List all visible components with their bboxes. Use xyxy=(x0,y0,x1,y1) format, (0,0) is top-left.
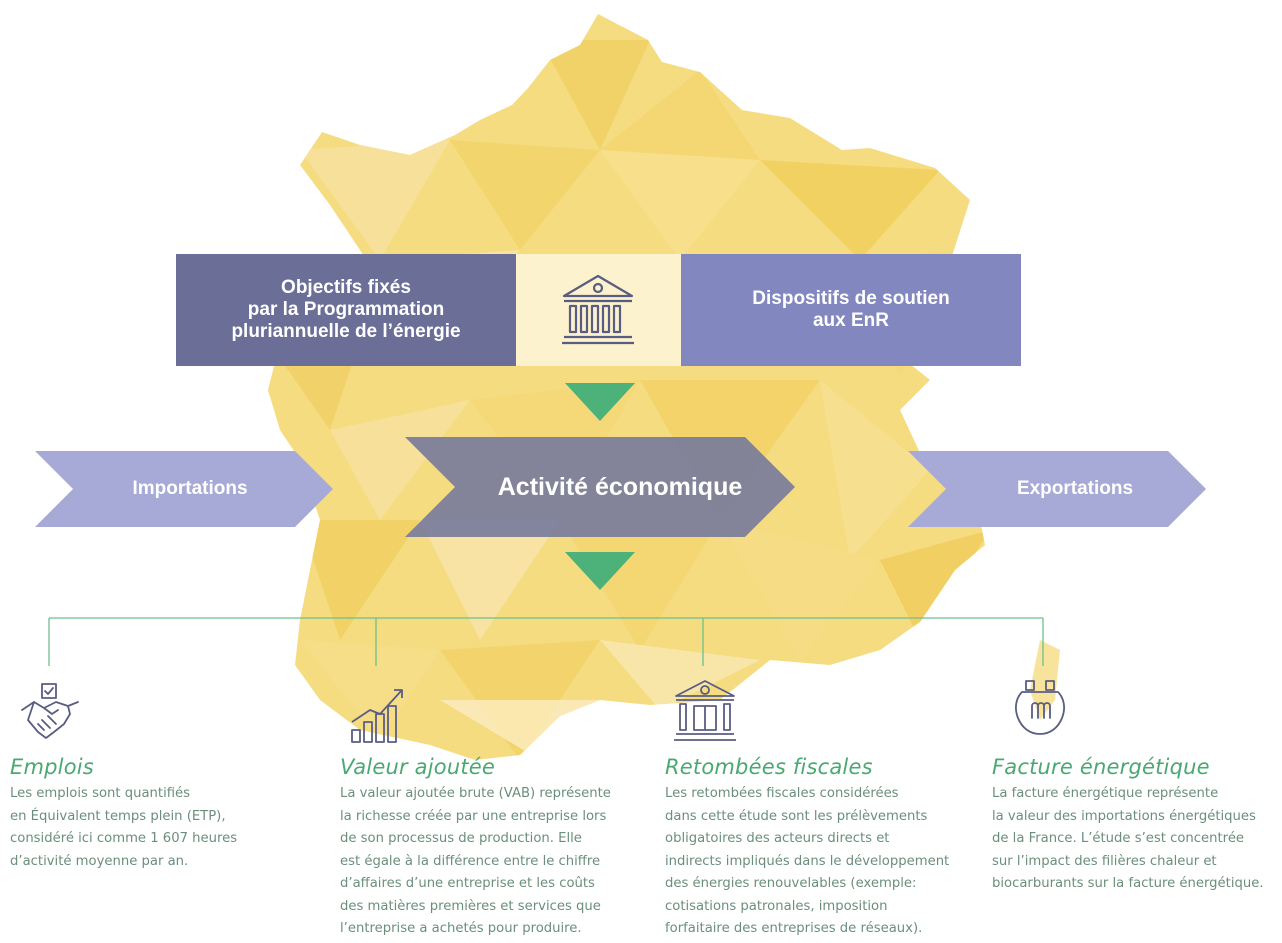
imports-label: Importations xyxy=(132,478,248,499)
bank-building-icon xyxy=(562,274,634,345)
corsica-island xyxy=(1030,640,1060,720)
objectives-label: Objectifs fixés par la Programmation plu… xyxy=(231,277,461,342)
economic-activity-chevron-shape xyxy=(405,437,795,537)
valeur-ajoutee-title: Valeur ajoutée xyxy=(340,755,495,779)
economic-activity-label: Activité économique xyxy=(497,472,743,501)
plug-energy-icon xyxy=(1015,680,1065,735)
exports-label: Exportations xyxy=(1016,478,1134,499)
valeur-ajoutee-description: La valeur ajoutée brute (VAB) représente… xyxy=(340,786,611,936)
handshake-checkbox-icon xyxy=(21,683,79,739)
down-arrow-icon xyxy=(565,552,635,590)
down-arrow-icon xyxy=(565,383,635,421)
growth-chart-icon xyxy=(351,689,403,743)
facture-energetique-title: Facture énergétique xyxy=(992,755,1210,779)
retombees-fiscales-description: Les retombées fiscales considérées dans … xyxy=(665,786,950,936)
imports-chevron-shape xyxy=(35,451,333,527)
exports-chevron-shape xyxy=(908,451,1206,527)
support-schemes-label: Dispositifs de soutien aux EnR xyxy=(752,288,950,331)
emplois-description: Les emplois sont quantifiés en Équivalen… xyxy=(10,786,238,869)
tax-building-icon xyxy=(674,680,736,741)
objectives-box: Objectifs fixés par la Programmation plu… xyxy=(176,254,516,366)
institution-panel xyxy=(516,254,681,366)
facture-energetique-description: La facture énergétique représente la val… xyxy=(992,786,1264,891)
connector-lines xyxy=(48,617,1044,666)
retombees-fiscales-title: Retombées fiscales xyxy=(665,755,873,779)
support-schemes-box: Dispositifs de soutien aux EnR xyxy=(681,254,1021,366)
emplois-title: Emplois xyxy=(10,755,94,779)
